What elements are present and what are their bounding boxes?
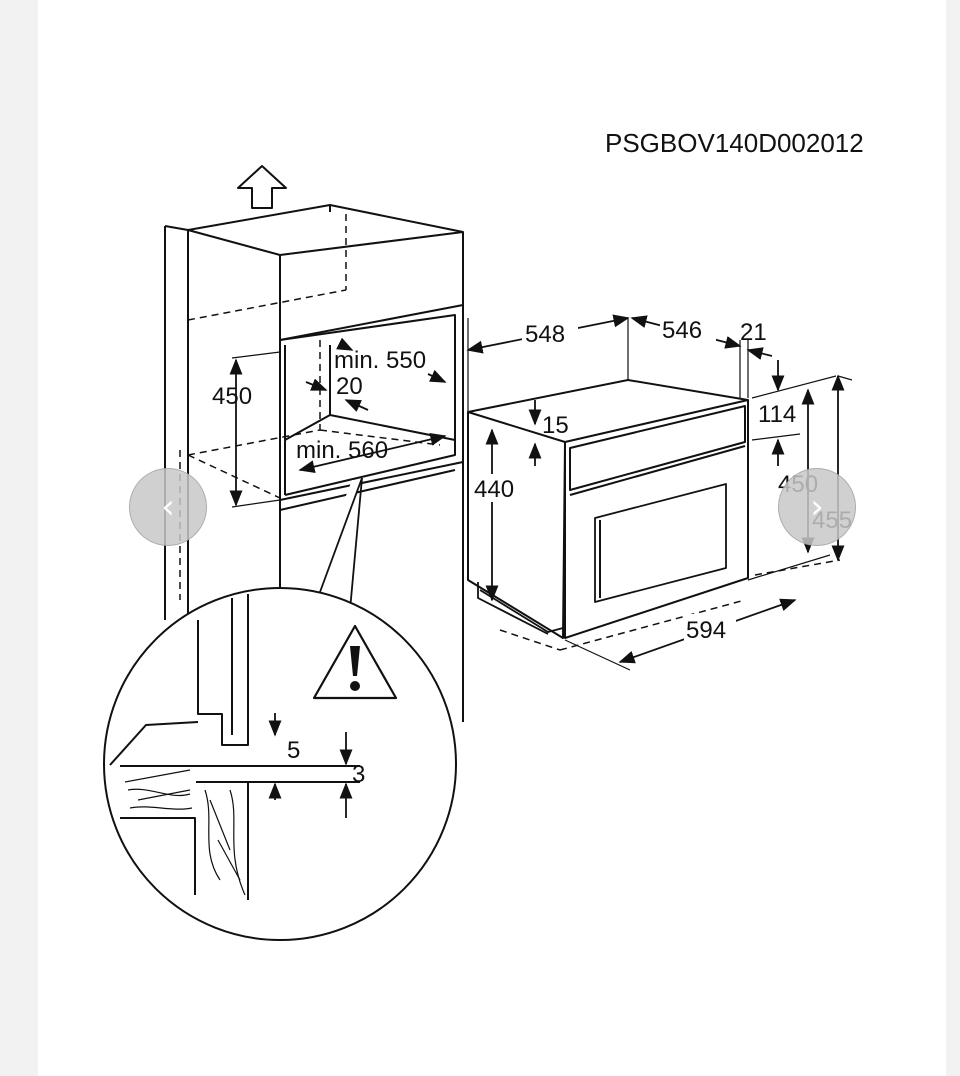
warning-icon — [312, 624, 398, 700]
dim-20: 20 — [336, 373, 363, 400]
dim-3: 3 — [352, 761, 365, 788]
dim-546: 546 — [662, 317, 702, 344]
cabinet-dimensions: 450 min. 550 20 min. 560 — [212, 337, 447, 508]
dim-450-cabinet: 450 — [212, 383, 252, 410]
carousel-prev-button[interactable]: ‹ — [129, 468, 207, 546]
dim-min-550: min. 550 — [334, 347, 426, 374]
chevron-right-icon: › — [810, 487, 824, 527]
chevron-left-icon: ‹ — [161, 487, 175, 527]
lift-arrow-icon — [237, 165, 287, 209]
detail-section: 5 3 — [109, 594, 365, 900]
cabinet — [164, 204, 464, 722]
dim-114: 114 — [758, 401, 796, 428]
dim-15: 15 — [542, 412, 569, 439]
dim-min-560: min. 560 — [296, 437, 388, 464]
dim-5: 5 — [287, 737, 300, 764]
drawing-code: PSGBOV140D002012 — [605, 128, 864, 158]
dim-440: 440 — [474, 476, 514, 503]
dim-548: 548 — [525, 321, 565, 348]
detail-callout — [103, 477, 457, 941]
dim-594: 594 — [686, 617, 726, 644]
carousel-next-button[interactable]: › — [778, 468, 856, 546]
dim-21: 21 — [740, 319, 767, 346]
